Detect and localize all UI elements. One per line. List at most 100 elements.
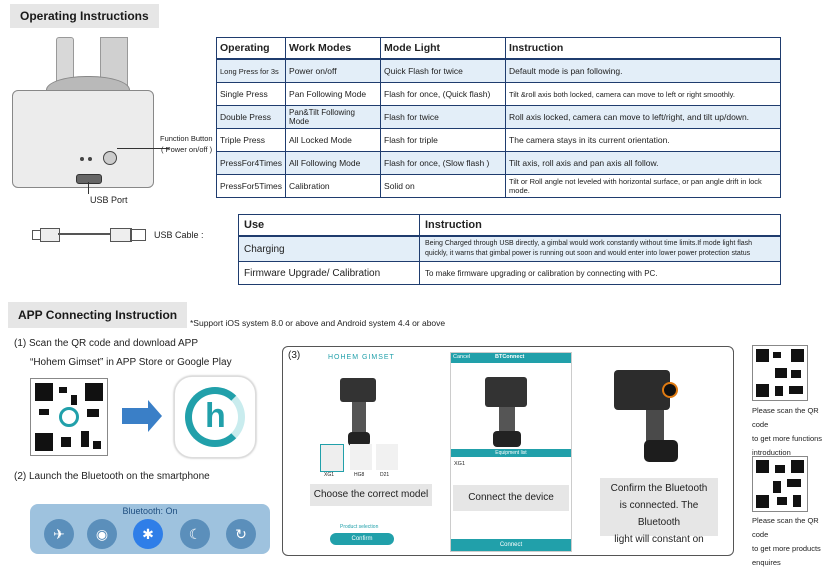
cell-operating: Triple Press xyxy=(215,128,287,152)
qr1-line: Please scan the QR code xyxy=(752,406,819,429)
gimbal-photo-2 xyxy=(485,377,527,407)
cell-instruction: The camera stays in its current orientat… xyxy=(505,128,781,152)
bluetooth-status-label: Bluetooth: On xyxy=(122,506,178,516)
operating-instructions-title: Operating Instructions xyxy=(10,4,159,28)
usb-port-line xyxy=(88,182,89,194)
hohem-app-icon[interactable]: h xyxy=(174,376,256,458)
cell-operating: Double Press xyxy=(215,105,287,129)
bt-connect-title: BTConnect xyxy=(495,354,525,360)
cell-mode: Pan Following Mode xyxy=(285,82,382,106)
cell-mode: Pan&Tilt Following Mode xyxy=(285,105,382,129)
step1-line1: (1) Scan the QR code and download APP xyxy=(14,338,199,349)
cell-light: Flash for triple xyxy=(380,128,507,152)
cell-instruction: Tilt axis, roll axis and pan axis all fo… xyxy=(505,151,781,175)
bluetooth-icon[interactable]: ✱ xyxy=(133,519,163,549)
model-xg1-thumb[interactable] xyxy=(320,444,344,472)
header-mode-light: Mode Light xyxy=(380,37,507,60)
confirm-line-1: Confirm the Bluetooth xyxy=(610,483,708,494)
cell-instruction: Tilt &roll axis both locked, camera can … xyxy=(505,82,781,106)
cell-operating: PressFor5Times xyxy=(215,174,287,198)
confirm-button[interactable]: Confirm xyxy=(330,533,394,545)
qr2-line: Please scan the QR code xyxy=(752,516,819,539)
products-qr-code[interactable] xyxy=(752,456,808,512)
step3-label: (3) xyxy=(288,350,301,361)
app-brand: HOHEM GIMSET xyxy=(328,354,395,361)
cell-operating: PressFor4Times xyxy=(215,151,287,175)
operating-table: Operating Work Modes Mode Light Instruct… xyxy=(215,37,781,198)
airplane-icon[interactable]: ✈ xyxy=(44,519,74,549)
cell-mode: All Locked Mode xyxy=(285,128,382,152)
gimbal-photo xyxy=(340,378,376,402)
equipment-item[interactable]: XG1 xyxy=(454,461,466,467)
model-hg8-thumb[interactable] xyxy=(350,444,372,470)
header-use: Use xyxy=(238,214,420,237)
use-table: Use Instruction Charging Being Charged t… xyxy=(238,214,781,285)
arrow-head-icon xyxy=(148,400,162,432)
confirm-bluetooth-caption: Confirm the Bluetooth is connected. The … xyxy=(600,478,718,545)
cell-light: Flash for twice xyxy=(380,105,507,129)
cell-use-instruction: Being Charged through USB directly, a gi… xyxy=(419,235,781,262)
product-selection-screen: HOHEM GIMSET XG1 HG8 D21 Choose the corr… xyxy=(308,352,432,550)
usb-cable-label: USB Cable : xyxy=(154,230,204,240)
app-connecting-title: APP Connecting Instruction xyxy=(8,302,188,328)
cell-light: Solid on xyxy=(380,174,507,198)
gimbal-photo-3 xyxy=(614,370,670,410)
cell-instruction: Tilt or Roll angle not leveled with hori… xyxy=(505,174,781,198)
model-d21-thumb[interactable] xyxy=(376,444,398,470)
function-button-label: Function Button xyxy=(160,134,213,143)
header-use-instruction: Instruction xyxy=(419,214,781,237)
header-operating: Operating xyxy=(215,37,287,60)
wifi-icon[interactable]: ◉ xyxy=(87,519,117,549)
arrow-right-icon xyxy=(122,408,148,424)
function-button[interactable] xyxy=(103,151,117,165)
cancel-button[interactable]: Cancel xyxy=(453,354,471,360)
cell-mode: Power on/off xyxy=(285,58,382,83)
functions-qr-text: Please scan the QR code to get more func… xyxy=(752,404,835,460)
step2-text: (2) Launch the Bluetooth on the smartpho… xyxy=(14,471,210,482)
step3-frame xyxy=(282,346,734,556)
model-label: XG1 xyxy=(324,472,335,478)
mode-light-dot xyxy=(80,157,84,161)
cell-instruction: Roll axis locked, camera can move to lef… xyxy=(505,105,781,129)
confirm-line-3: light will constant on xyxy=(614,534,704,545)
table-row: Double Press Pan&Tilt Following Mode Fla… xyxy=(215,105,781,129)
power-note: ( Power on/off ) xyxy=(161,145,213,154)
function-button-line xyxy=(117,148,169,149)
cell-operating: Long Press for 3s xyxy=(215,58,287,83)
usb-port xyxy=(76,174,102,184)
cell-use: Firmware Upgrade/ Calibration xyxy=(238,261,420,285)
app-download-qr-code[interactable] xyxy=(30,378,108,456)
qr2-line: enquires xyxy=(752,558,781,567)
product-selection-label: Product selection xyxy=(340,524,379,530)
cell-light: Quick Flash for twice xyxy=(380,58,507,83)
qr-app-logo-icon xyxy=(59,407,79,427)
moon-icon[interactable]: ☾ xyxy=(180,519,210,549)
usb-port-label: USB Port xyxy=(90,195,128,205)
app-icon-letter: h xyxy=(205,397,226,435)
header-instruction: Instruction xyxy=(505,37,781,60)
table-row: Long Press for 3s Power on/off Quick Fla… xyxy=(215,58,781,83)
model-label: HG8 xyxy=(354,472,365,478)
qr1-line: introduction xyxy=(752,448,791,457)
cell-light: Flash for once, (Quick flash) xyxy=(380,82,507,106)
products-qr-text: Please scan the QR code to get more prod… xyxy=(752,514,835,570)
rotation-lock-icon[interactable]: ↻ xyxy=(226,519,256,549)
header-work-modes: Work Modes xyxy=(285,37,382,60)
qr2-line: to get more products xyxy=(752,544,821,553)
support-note: *Support iOS system 8.0 or above and And… xyxy=(190,318,446,328)
choose-model-caption: Choose the correct model xyxy=(310,484,432,506)
cell-use: Charging xyxy=(238,235,420,262)
table-row: Single Press Pan Following Mode Flash fo… xyxy=(215,82,781,106)
table-row: PressFor5Times Calibration Solid on Tilt… xyxy=(215,174,781,198)
connect-button[interactable]: Connect xyxy=(451,539,571,551)
model-label: D21 xyxy=(380,472,390,478)
equipment-list-header: Equipment list xyxy=(451,449,571,457)
table-row: Charging Being Charged through USB direc… xyxy=(238,235,781,262)
step1-line2: “Hohem Gimset” in APP Store or Google Pl… xyxy=(30,357,232,368)
qr1-line: to get more functions xyxy=(752,434,823,443)
mode-light-dot-2 xyxy=(88,157,92,161)
cell-mode: All Following Mode xyxy=(285,151,382,175)
functions-qr-code[interactable] xyxy=(752,345,808,401)
bt-connect-screen: Cancel BTConnect Equipment list XG1 Conn… xyxy=(450,352,572,552)
cell-operating: Single Press xyxy=(215,82,287,106)
